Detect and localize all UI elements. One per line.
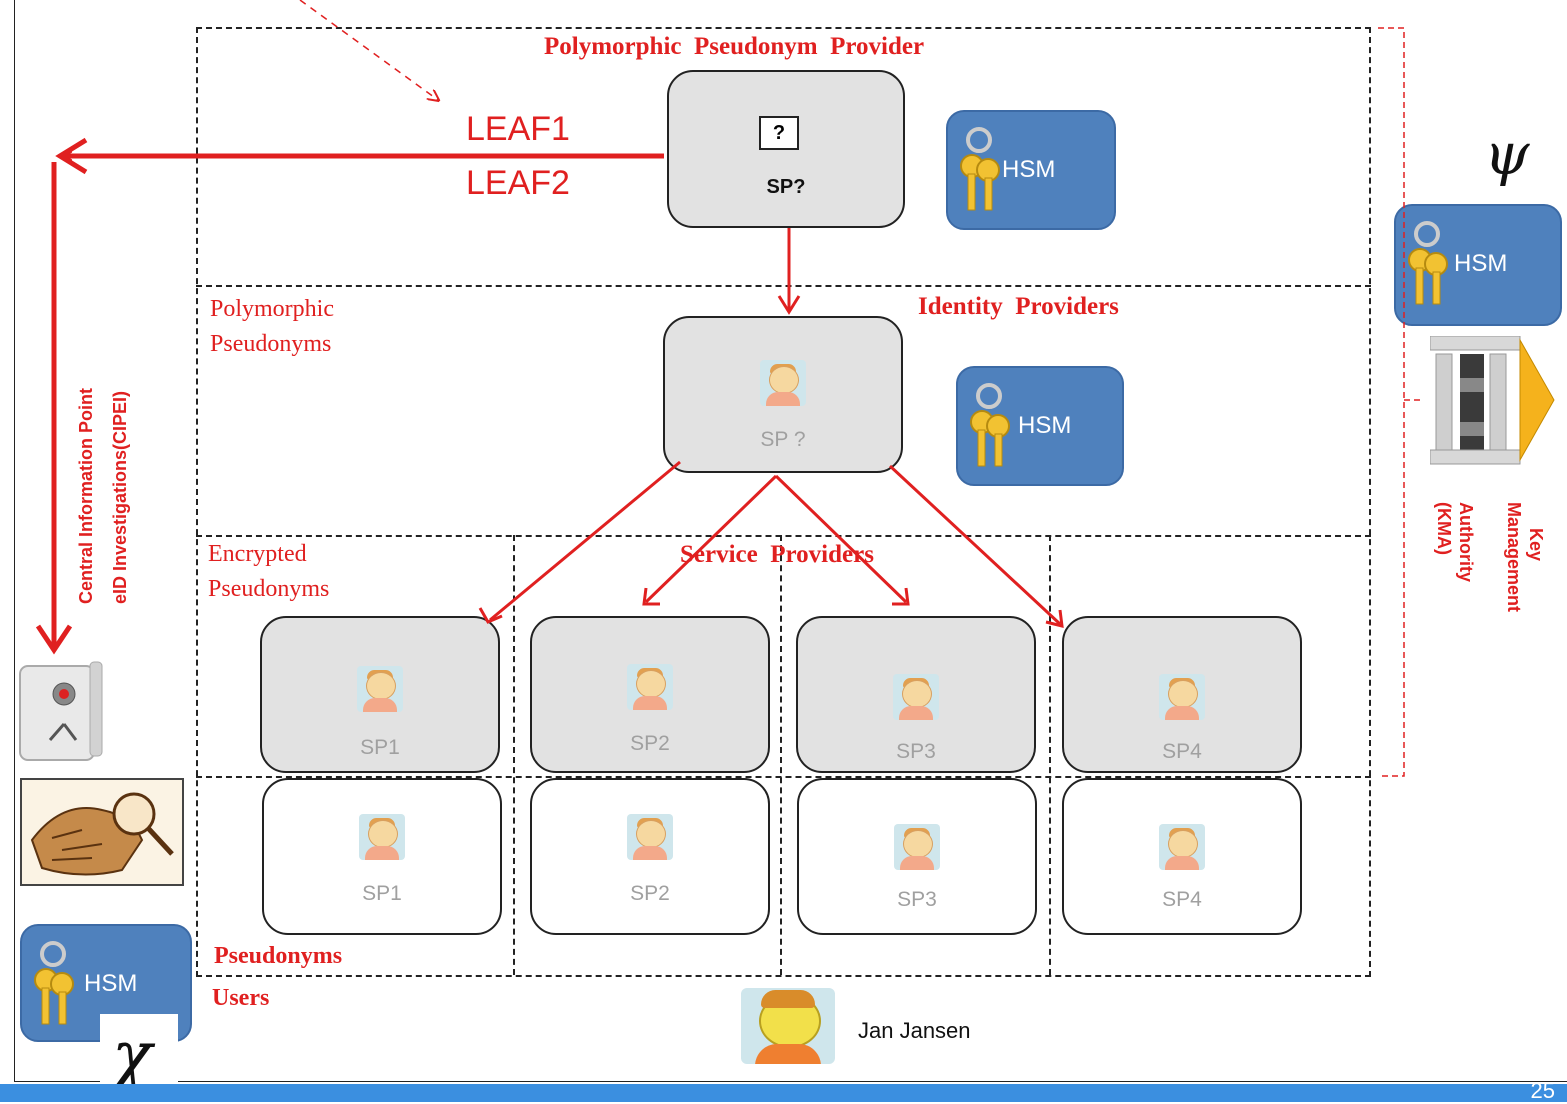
divider-idp-sp	[196, 535, 1371, 537]
sp-node-label: SP3	[897, 888, 937, 911]
sp-node-label: SP2	[630, 732, 670, 755]
leaf2-label: LEAF2	[466, 164, 570, 202]
polymorphic-label-2: Pseudonyms	[210, 331, 332, 357]
idp-title: Identity Providers	[918, 293, 1119, 320]
face-icon	[357, 666, 403, 712]
face-icon	[1159, 824, 1205, 870]
face-icon	[627, 814, 673, 860]
idp-node: SP ?	[663, 316, 903, 473]
face-icon	[760, 360, 806, 406]
face-icon	[1159, 674, 1205, 720]
hsm-label: HSM	[1002, 156, 1056, 183]
encrypted-label-2: Pseudonyms	[208, 576, 330, 602]
hsm-label: HSM	[84, 970, 138, 997]
divider-col1	[513, 535, 515, 975]
sp-user-node-2: SP2	[530, 778, 770, 935]
sp-node-label: SP2	[630, 882, 670, 905]
hsm-ppp: HSM	[946, 110, 1116, 230]
divider-top	[196, 27, 1371, 29]
idp-to-sp3-arrow	[774, 474, 908, 604]
question-box: ?	[759, 116, 799, 150]
idp-to-sp2-arrow	[644, 474, 778, 604]
divider-ppp-idp	[196, 285, 1371, 287]
divider-bottom	[196, 975, 1371, 977]
idp-to-sp4-arrow	[888, 464, 1062, 626]
pseudonyms-label: Pseudonyms	[214, 943, 343, 969]
ppp-title: Polymorphic Pseudonym Provider	[544, 33, 925, 60]
user-name: Jan Jansen	[858, 1018, 971, 1043]
hsm-label: HSM	[1018, 412, 1072, 439]
sp-encrypted-node-3: SP3	[796, 616, 1036, 773]
divider-sp-users	[196, 776, 1371, 778]
keys-icon	[1408, 221, 1448, 305]
ppp-node: ? SP?	[667, 70, 905, 228]
divider-left	[196, 27, 198, 977]
slide-footer-bar: 25	[0, 1078, 1567, 1103]
sp-node-label: SP4	[1162, 740, 1202, 763]
cipei-arrowhead	[35, 624, 73, 655]
sp-node-label: SP4	[1162, 888, 1202, 911]
psi-symbol: ψ	[1484, 120, 1530, 188]
keys-icon	[970, 383, 1010, 467]
bank-building-icon	[1430, 336, 1555, 465]
leaf-pointer-arrow	[299, 0, 438, 100]
face-icon	[359, 814, 405, 860]
slide-frame	[14, 0, 1567, 1082]
polymorphic-label-1: Polymorphic	[210, 296, 334, 322]
sp-node-label: SP3	[896, 740, 936, 763]
face-icon	[893, 674, 939, 720]
divider-right	[1369, 27, 1371, 977]
sp-encrypted-node-2: SP2	[530, 616, 770, 773]
detective-icon	[20, 778, 184, 886]
idp-node-label: SP ?	[760, 428, 806, 451]
sp-user-node-3: SP3	[797, 778, 1037, 935]
idp-to-sp1-arrow	[489, 460, 681, 622]
user-avatar	[741, 988, 835, 1064]
leaf-arrowhead	[55, 137, 88, 175]
hsm-label: HSM	[1454, 250, 1508, 277]
sp-node-label: SP1	[360, 736, 400, 759]
ppp-node-label: SP?	[766, 176, 806, 198]
sp-encrypted-node-1: SP1	[260, 616, 500, 773]
divider-col3	[1049, 535, 1051, 975]
chi-symbol: χ	[112, 1017, 152, 1094]
sp-user-node-4: SP4	[1062, 778, 1302, 935]
kma-bracket	[1378, 27, 1405, 777]
page-number: 25	[1530, 1078, 1555, 1103]
divider-col2	[780, 535, 782, 975]
keys-icon	[960, 127, 1000, 211]
sp-node-label: SP1	[362, 882, 402, 905]
hsm-kma: HSM	[1394, 204, 1562, 326]
users-label: Users	[212, 985, 270, 1011]
sp-encrypted-node-4: SP4	[1062, 616, 1302, 773]
safe-icon	[19, 661, 103, 761]
leaf1-label: LEAF1	[466, 110, 570, 148]
hsm-idp: HSM	[956, 366, 1124, 486]
sp-user-node-1: SP1	[262, 778, 502, 935]
encrypted-label-1: Encrypted	[208, 541, 307, 567]
keys-icon	[34, 941, 74, 1025]
face-icon	[627, 664, 673, 710]
face-icon	[894, 824, 940, 870]
